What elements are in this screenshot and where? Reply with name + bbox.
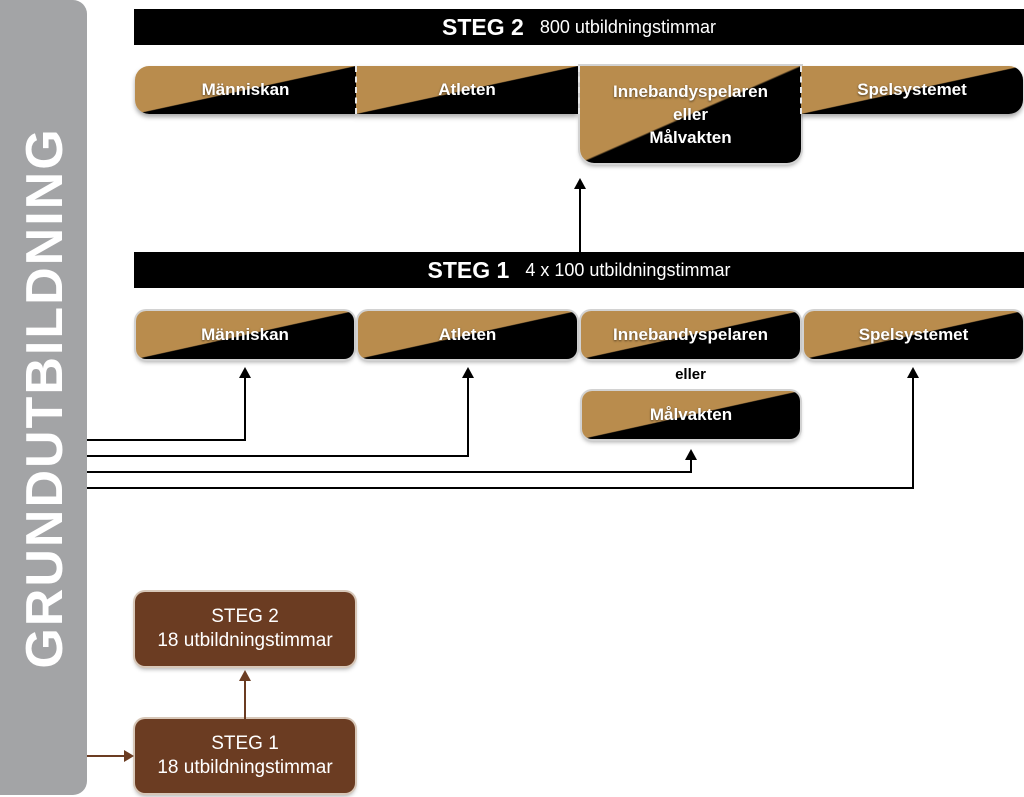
steg1-box-innebandyspelaren: Innebandyspelaren bbox=[581, 311, 800, 359]
steg2-divider bbox=[578, 66, 580, 114]
steg1-header-bar: STEG 1 4 x 100 utbildningstimmar bbox=[134, 252, 1024, 288]
steg2-box-spelsystemet: Spelsystemet bbox=[801, 66, 1023, 114]
steg1-or-label: eller bbox=[675, 366, 706, 383]
steg2-subtitle: 800 utbildningstimmar bbox=[539, 16, 716, 37]
grund-steg1-subtitle: 18 utbildningstimmar bbox=[157, 757, 333, 778]
connector-to-manniskan bbox=[87, 376, 246, 441]
steg1-box-label: Målvakten bbox=[649, 405, 733, 424]
arrowhead bbox=[124, 750, 134, 762]
connector-to-spelsystemet bbox=[87, 376, 914, 489]
grund-steg1-title: STEG 1 bbox=[211, 733, 279, 754]
steg1-box-label: Spelsystemet bbox=[858, 325, 969, 344]
steg1-subtitle: 4 x 100 utbildningstimmar bbox=[525, 259, 731, 280]
arrowhead bbox=[907, 367, 919, 378]
arrowhead bbox=[239, 367, 251, 378]
steg2-tall-line1: Innebandyspelaren bbox=[613, 82, 768, 101]
steg1-box-label: Människan bbox=[201, 325, 289, 344]
arrowhead bbox=[239, 670, 251, 681]
connector-to-atleten bbox=[87, 376, 469, 457]
steg1-title: STEG 1 bbox=[427, 256, 510, 283]
steg2-tall-line3: Målvakten bbox=[649, 128, 732, 147]
steg1-box-label: Innebandyspelaren bbox=[613, 325, 768, 344]
grund-steg1-box: STEG 1 18 utbildningstimmar bbox=[135, 719, 355, 793]
grund-steg2-subtitle: 18 utbildningstimmar bbox=[157, 630, 333, 651]
steg1-box-malvakten: Målvakten bbox=[582, 391, 800, 439]
steg1-box-label: Atleten bbox=[438, 325, 497, 344]
steg2-title: STEG 2 bbox=[442, 13, 524, 40]
steg2-box-atleten: Atleten bbox=[356, 66, 578, 114]
connector-to-malvakten bbox=[87, 458, 692, 473]
steg2-box-manniskan: Människan bbox=[135, 66, 356, 114]
grund-steg2-box: STEG 2 18 utbildningstimmar bbox=[135, 592, 355, 666]
arrowhead bbox=[685, 449, 697, 460]
arrowhead bbox=[462, 367, 474, 378]
steg2-header-bar: STEG 2 800 utbildningstimmar bbox=[134, 9, 1024, 45]
steg1-box-atleten: Atleten bbox=[358, 311, 577, 359]
steg2-box-innebandyspelaren-eller-malvakten: Innebandyspelaren eller Målvakten bbox=[580, 66, 801, 163]
steg2-divider bbox=[800, 66, 802, 114]
steg2-box-label: Atleten bbox=[438, 80, 496, 99]
steg2-box-label: Spelsystemet bbox=[857, 80, 967, 99]
sidebar-grundutbildning: GRUNDUTBILDNING bbox=[0, 0, 87, 795]
steg2-divider bbox=[355, 66, 357, 114]
steg1-box-spelsystemet: Spelsystemet bbox=[804, 311, 1023, 359]
arrowhead bbox=[574, 178, 586, 189]
steg1-box-manniskan: Människan bbox=[136, 311, 354, 359]
steg2-box-label: Människan bbox=[201, 80, 290, 99]
grund-steg2-title: STEG 2 bbox=[211, 606, 279, 627]
steg2-tall-box-label: Innebandyspelaren eller Målvakten bbox=[580, 66, 801, 163]
steg2-tall-line2: eller bbox=[673, 105, 708, 124]
